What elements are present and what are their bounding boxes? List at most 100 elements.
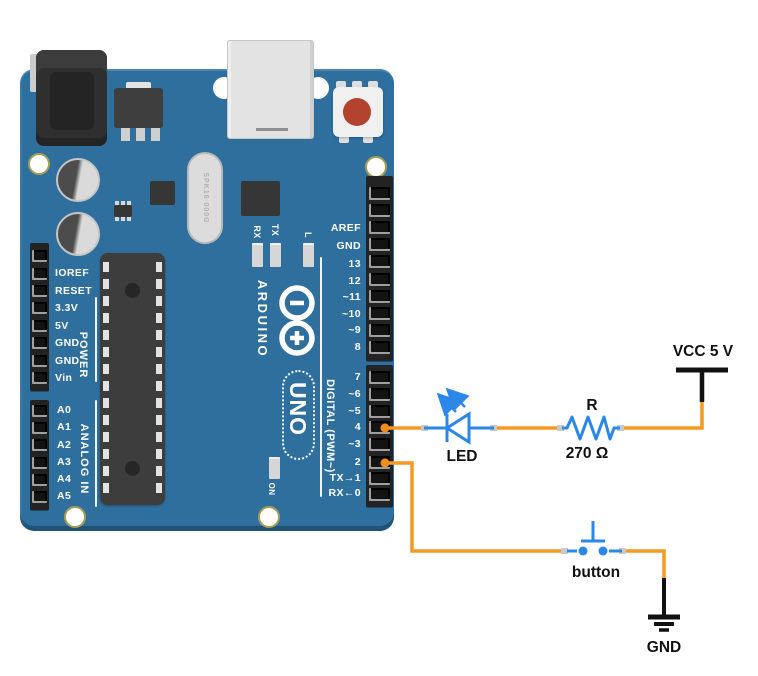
led-symbol[interactable] bbox=[424, 387, 494, 445]
regulator-leg bbox=[136, 128, 145, 141]
pin-label-6: ~6 bbox=[348, 388, 361, 400]
pin-label-a0: A0 bbox=[57, 404, 72, 416]
pin-label-13: 13 bbox=[348, 258, 361, 270]
gnd-symbol[interactable] bbox=[648, 578, 680, 632]
pin-label-3v3: 3.3V bbox=[55, 302, 79, 314]
pin-label-gnd: GND bbox=[336, 240, 361, 252]
arduino-uno-board[interactable] bbox=[20, 69, 394, 531]
pin-socket[interactable] bbox=[369, 204, 390, 217]
pin-socket-13[interactable] bbox=[369, 255, 390, 268]
capacitor bbox=[56, 158, 100, 202]
pin-label-vin: Vin bbox=[55, 372, 73, 384]
pin-socket-gnd[interactable] bbox=[369, 238, 390, 251]
l-led bbox=[303, 243, 314, 267]
pin2-connection-dot[interactable] bbox=[380, 458, 390, 468]
pin-socket-7[interactable] bbox=[369, 371, 390, 384]
pin-socket-12[interactable] bbox=[369, 273, 390, 286]
ic-dot bbox=[125, 461, 140, 476]
pin-socket[interactable] bbox=[32, 422, 47, 434]
pin-label-ioref: IOREF bbox=[55, 267, 90, 279]
microcontroller-ic[interactable] bbox=[100, 253, 165, 505]
pin-label-a4: A4 bbox=[57, 473, 72, 485]
pin-label-a3: A3 bbox=[57, 456, 72, 468]
barrel-jack-tab bbox=[30, 54, 40, 92]
pin-label-5: ~5 bbox=[348, 405, 361, 417]
pin-label-gnd2: GND bbox=[55, 355, 80, 367]
reset-button-cap[interactable] bbox=[343, 98, 371, 126]
mounting-hole bbox=[28, 153, 50, 175]
ic-dot bbox=[125, 283, 140, 298]
pin-socket-10[interactable] bbox=[369, 307, 390, 320]
smd-chip bbox=[150, 181, 175, 205]
led-label: LED bbox=[446, 448, 478, 465]
pin-socket-8[interactable] bbox=[369, 341, 390, 354]
wire-pin2-gnd[interactable] bbox=[385, 461, 666, 579]
pin-socket-aref[interactable] bbox=[369, 221, 390, 234]
pin-label-reset: RESET bbox=[55, 285, 93, 297]
pin-socket-9[interactable] bbox=[369, 324, 390, 337]
pin-socket[interactable] bbox=[32, 355, 47, 367]
wire-pin4-vcc[interactable] bbox=[385, 401, 704, 430]
smd-pin bbox=[127, 201, 131, 206]
button-label: button bbox=[571, 564, 621, 581]
uno-badge-outline bbox=[282, 370, 315, 460]
pin-socket[interactable] bbox=[32, 474, 47, 486]
pin4-connection-dot[interactable] bbox=[380, 423, 390, 433]
pin-socket[interactable] bbox=[32, 302, 47, 314]
pin-socket-6[interactable] bbox=[369, 388, 390, 401]
pin-socket-3[interactable] bbox=[369, 438, 390, 451]
smd-pin bbox=[115, 201, 119, 206]
pin-socket[interactable] bbox=[32, 285, 47, 297]
pin-socket[interactable] bbox=[32, 457, 47, 469]
pin-label-2: 2 bbox=[354, 456, 361, 468]
barrel-jack-opening bbox=[50, 72, 94, 130]
power-section-line bbox=[95, 297, 97, 382]
pin-label-10: ~10 bbox=[341, 308, 361, 320]
pin-socket[interactable] bbox=[32, 320, 47, 332]
pin-socket-0[interactable] bbox=[369, 488, 390, 501]
reset-button-tab bbox=[336, 81, 346, 89]
pin-socket[interactable] bbox=[32, 372, 47, 384]
pin-label-5v: 5V bbox=[55, 320, 69, 332]
button-symbol[interactable] bbox=[567, 521, 622, 556]
pin-label-4: 4 bbox=[354, 421, 361, 433]
pin-label-rx0: RX←0 bbox=[328, 487, 361, 499]
usb-connector[interactable] bbox=[227, 40, 314, 139]
reset-button-tab bbox=[339, 135, 349, 143]
arduino-infinity-logo bbox=[279, 285, 315, 356]
smd-pin bbox=[121, 216, 125, 221]
gnd-label: GND bbox=[646, 639, 682, 656]
pin-socket[interactable] bbox=[32, 439, 47, 451]
pin-label-aref: AREF bbox=[330, 222, 361, 234]
pin-label-8: 8 bbox=[354, 341, 361, 353]
analog-section-line bbox=[95, 400, 97, 507]
usb-connector-seam bbox=[256, 128, 288, 131]
pin-socket[interactable] bbox=[32, 405, 47, 417]
pin-socket-5[interactable] bbox=[369, 405, 390, 418]
tx-led bbox=[270, 243, 281, 267]
pin-label-tx1: TX→1 bbox=[329, 472, 361, 484]
pin-label-3: ~3 bbox=[348, 438, 361, 450]
pin-label-9: ~9 bbox=[348, 324, 361, 336]
digital-section-line bbox=[320, 257, 322, 497]
voltage-regulator bbox=[114, 88, 163, 128]
pin-label-a5: A5 bbox=[57, 490, 72, 502]
ic-pins-right bbox=[156, 262, 162, 498]
pin-label-gnd1: GND bbox=[55, 337, 80, 349]
resistor-symbol[interactable] bbox=[562, 415, 620, 441]
pin-socket[interactable] bbox=[32, 491, 47, 503]
pin-label-7: 7 bbox=[354, 371, 361, 383]
pin-socket[interactable] bbox=[32, 250, 47, 262]
pin-label-a2: A2 bbox=[57, 439, 72, 451]
pin-socket[interactable] bbox=[32, 268, 47, 280]
vcc-symbol[interactable] bbox=[676, 367, 728, 402]
pin-socket-1[interactable] bbox=[369, 472, 390, 485]
pin-socket[interactable] bbox=[32, 337, 47, 349]
crystal-oscillator bbox=[187, 152, 223, 244]
pin-socket[interactable] bbox=[369, 187, 390, 200]
power-header[interactable] bbox=[30, 243, 49, 391]
reset-button-tab bbox=[368, 81, 378, 89]
pin-socket-11[interactable] bbox=[369, 290, 390, 303]
